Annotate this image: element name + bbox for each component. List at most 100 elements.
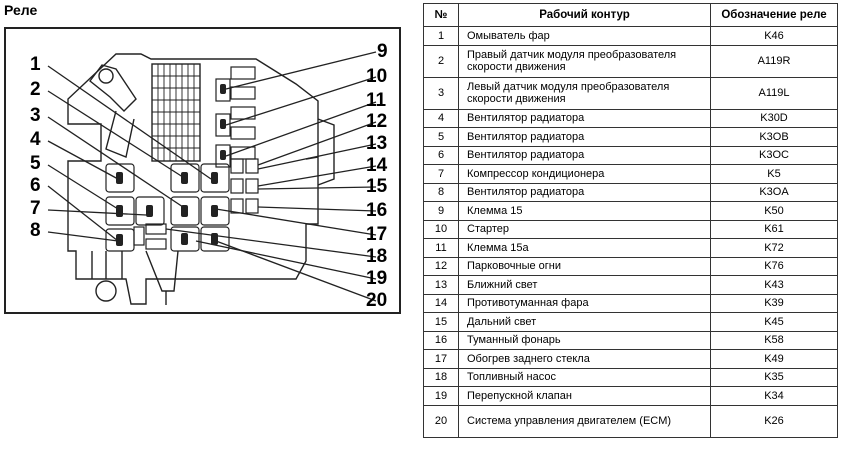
callout-15: 15 [366,176,388,197]
header-relay-code: Обозначение реле [710,3,838,27]
callout-9: 9 [377,41,388,62]
row-number: 10 [423,219,459,239]
callout-18: 18 [366,246,388,267]
row-number: 19 [423,386,459,406]
row-number: 11 [423,238,459,258]
row-relay-code: K46 [710,26,838,46]
row-number: 20 [423,404,459,438]
row-circuit: Клемма 15a [458,238,711,258]
row-circuit: Клемма 15 [458,201,711,221]
row-circuit: Вентилятор радиатора [458,108,711,128]
row-relay-code: K58 [710,330,838,350]
callout-11: 11 [366,90,387,111]
callout-17: 17 [366,224,388,245]
row-circuit: Ближний свет [458,275,711,295]
row-relay-code: K35 [710,367,838,387]
row-number: 8 [423,182,459,202]
row-relay-code: K26 [710,404,838,438]
row-number: 9 [423,201,459,221]
row-relay-code: K34 [710,386,838,406]
row-relay-code: K72 [710,238,838,258]
callout-1: 1 [30,54,41,75]
row-relay-code: K3OB [710,127,838,147]
row-relay-code: K30D [710,108,838,128]
row-circuit: Вентилятор радиатора [458,182,711,202]
row-circuit: Противотуманная фара [458,293,711,313]
row-relay-code: K43 [710,275,838,295]
row-relay-code: K45 [710,312,838,332]
callout-20: 20 [366,290,388,311]
row-relay-code: K76 [710,256,838,276]
row-relay-code: K49 [710,349,838,369]
row-number: 7 [423,164,459,184]
row-circuit: Правый датчик модуля преобразователя ско… [458,44,711,78]
row-circuit: Обогрев заднего стекла [458,349,711,369]
row-relay-code: K39 [710,293,838,313]
header-circuit: Рабочий контур [458,3,711,27]
row-number: 5 [423,127,459,147]
row-circuit: Компрессор кондиционера [458,164,711,184]
callout-19: 19 [366,268,388,289]
header-number: № [423,3,459,27]
row-number: 1 [423,26,459,46]
row-relay-code: K61 [710,219,838,239]
row-relay-code: K3OA [710,182,838,202]
row-circuit: Вентилятор радиатора [458,127,711,147]
row-number: 13 [423,275,459,295]
callout-13: 13 [366,133,388,154]
row-number: 12 [423,256,459,276]
row-circuit: Парковочные огни [458,256,711,276]
row-relay-code: K3OC [710,145,838,165]
table-header-row: № Рабочий контур Обозначение реле [423,3,838,27]
row-circuit: Дальний свет [458,312,711,332]
callout-2: 2 [30,79,41,100]
row-circuit: Топливный насос [458,367,711,387]
row-relay-code: K5 [710,164,838,184]
row-relay-code: A119R [710,44,838,78]
row-circuit: Перепускной клапан [458,386,711,406]
callout-12: 12 [366,111,388,132]
callout-10: 10 [366,66,388,87]
callout-7: 7 [30,198,41,219]
row-number: 17 [423,349,459,369]
row-number: 6 [423,145,459,165]
row-circuit: Туманный фонарь [458,330,711,350]
row-number: 18 [423,367,459,387]
row-number: 14 [423,293,459,313]
callout-3: 3 [30,105,41,126]
fuse-box-diagram: 1 2 3 4 5 6 7 8 9 10 11 12 13 14 15 16 1… [4,27,401,314]
callout-8: 8 [30,220,41,241]
row-number: 15 [423,312,459,332]
row-circuit: Стартер [458,219,711,239]
row-circuit: Левый датчик модуля преобразователя скор… [458,76,711,110]
row-number: 4 [423,108,459,128]
callout-6: 6 [30,175,41,196]
row-relay-code: A119L [710,76,838,110]
row-number: 2 [423,44,459,78]
page-title: Реле [4,2,38,18]
fuse-box-drawing [47,51,377,305]
row-number: 3 [423,76,459,110]
row-circuit: Система управления двигателем (ECM) [458,404,711,438]
callout-4: 4 [30,129,41,150]
